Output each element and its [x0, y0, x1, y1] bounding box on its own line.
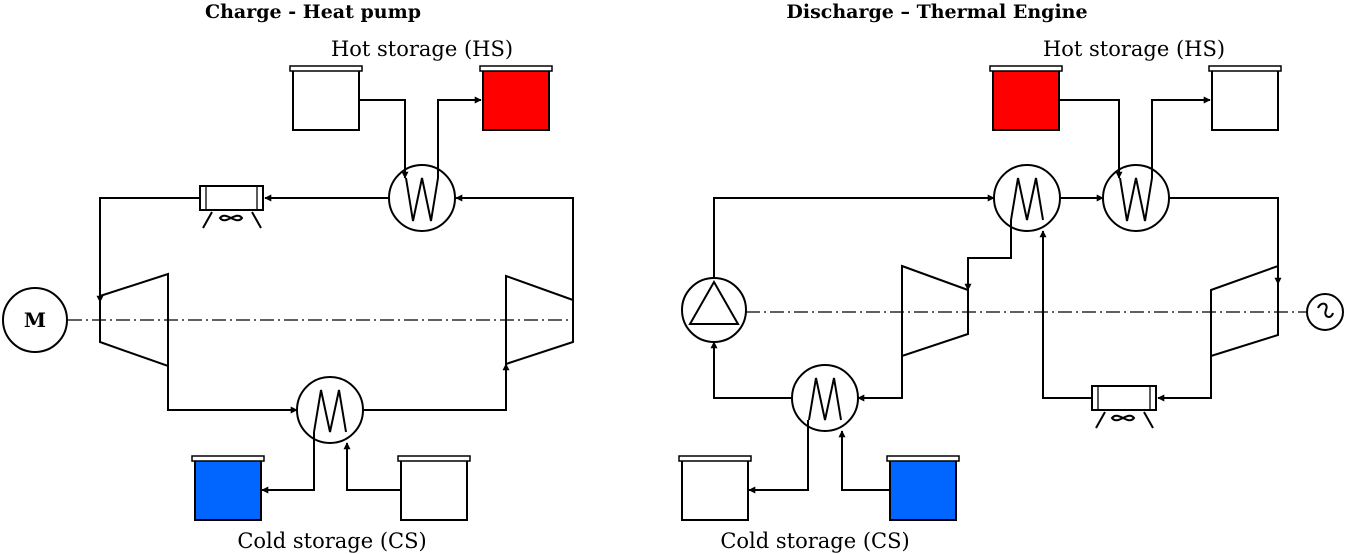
discharge-recuperator [993, 164, 1061, 232]
discharge-diagram: Discharge – Thermal Engine Hot storage (… [678, 1, 1344, 553]
charge-ambient-cooler [199, 185, 264, 229]
pipe-recuperator-to-compressor [964, 220, 1012, 291]
discharge-pump [681, 277, 747, 343]
charge-cold-tank-filled [191, 455, 265, 521]
pipe-hx-to-hot-empty [1151, 96, 1211, 178]
discharge-cold-tank-filled [886, 455, 960, 521]
discharge-hot-tank-filled [989, 65, 1063, 131]
discharge-cold-heat-exchanger [791, 364, 859, 432]
discharge-hot-tank-empty [1208, 65, 1282, 131]
pipe-compressor-to-hx [455, 194, 574, 300]
charge-cold-heat-exchanger [296, 376, 364, 444]
charge-title: Charge - Heat pump [205, 1, 421, 23]
pipe-cold-filled-to-hx [838, 430, 890, 491]
pipe-cold-empty-to-hx [343, 442, 401, 491]
pipe-turbine-to-cold-hx [167, 366, 298, 414]
charge-hot-heat-exchanger [388, 164, 456, 232]
charge-hot-tank-filled [479, 65, 553, 131]
pipe-pump-to-recuperator [713, 194, 995, 278]
discharge-cold-tank-empty [678, 455, 752, 521]
charge-hot-storage-label: Hot storage (HS) [331, 37, 513, 61]
pipe-hot-filled-to-hx [1059, 99, 1123, 179]
pipe-cooler-to-turbine [96, 197, 200, 303]
discharge-cold-storage-label: Cold storage (CS) [720, 529, 909, 553]
charge-motor: M [2, 287, 68, 353]
pipe-turbine-to-cooler [1157, 356, 1212, 402]
discharge-generator [1306, 293, 1344, 331]
pipe-hx-to-cold-empty [748, 420, 809, 494]
motor-label: M [24, 308, 46, 332]
pipe-cooler-to-recuperator [1039, 230, 1092, 399]
pipe-compressor-to-cold-hx [857, 356, 903, 402]
pipe-hx-to-cold-filled [261, 432, 315, 494]
charge-compressor [505, 274, 574, 366]
discharge-compressor [901, 264, 969, 358]
charge-cold-tank-empty [397, 455, 471, 521]
charge-diagram: Charge - Heat pump Hot storage (HS) Cold… [2, 1, 574, 553]
discharge-turbine [1210, 264, 1279, 358]
charge-hot-tank-empty [289, 65, 363, 131]
pipe-hx-to-hot-filled [437, 96, 482, 178]
pipe-hx-to-turbine [1169, 197, 1282, 285]
discharge-ambient-cooler [1091, 385, 1157, 429]
charge-cold-storage-label: Cold storage (CS) [237, 529, 426, 553]
pipe-cold-hx-to-compressor [363, 363, 510, 411]
pipe-hot-empty-to-hx [359, 99, 409, 179]
discharge-hot-heat-exchanger [1102, 164, 1170, 232]
pipe-cold-hx-to-pump [710, 341, 792, 399]
discharge-title: Discharge – Thermal Engine [786, 1, 1087, 23]
discharge-hot-storage-label: Hot storage (HS) [1043, 37, 1225, 61]
